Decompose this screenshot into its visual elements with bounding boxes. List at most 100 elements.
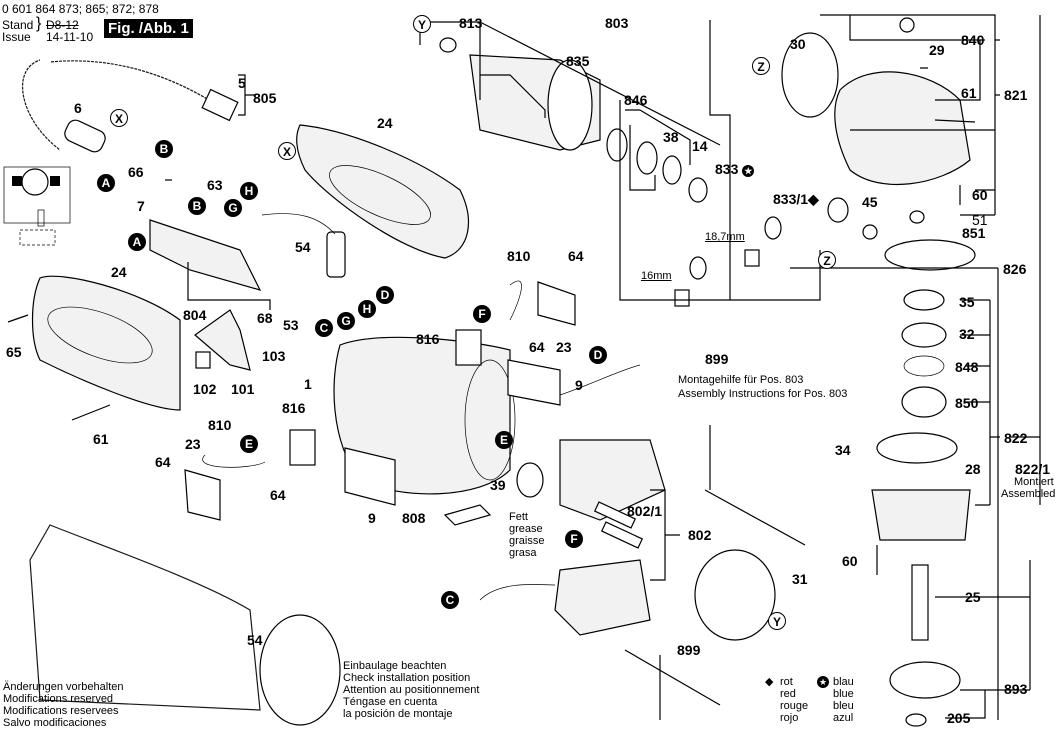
callout-e-brush: E <box>240 435 258 453</box>
bevel-gear-30 <box>781 32 839 118</box>
part-label-802-1: 802/1 <box>627 503 663 519</box>
star-circle-icon: ★ <box>817 676 829 688</box>
part-label-821: 821 <box>1004 87 1028 103</box>
lever <box>194 309 251 371</box>
stand-label: Stand <box>2 18 34 32</box>
callout-c-coil: C <box>441 591 459 609</box>
part-label-846: 846 <box>624 92 648 108</box>
grease-en: grease <box>509 523 543 535</box>
part-label-808: 808 <box>402 510 426 526</box>
legend-blue-es: azul <box>833 712 854 724</box>
brace: } <box>36 15 42 32</box>
modifications-fr: Modifications reservees <box>3 705 119 717</box>
part-label-810-top: 810 <box>507 248 531 264</box>
callout-b-switch: B <box>188 197 206 215</box>
part-label-840: 840 <box>961 32 985 48</box>
part-label-64-top: 64 <box>568 248 584 264</box>
part-label-7: 7 <box>137 198 145 214</box>
gear-housing <box>834 71 971 186</box>
issue-label: Issue <box>2 30 31 44</box>
diamond-icon: ◆ <box>808 191 819 207</box>
power-cord <box>22 59 226 151</box>
callout-h-cap: H <box>240 182 258 200</box>
plug <box>201 88 239 122</box>
part-label-816-right: 816 <box>416 331 440 347</box>
bearing-850 <box>901 386 947 418</box>
star-circle-icon: ★ <box>742 165 755 177</box>
part-label-25: 25 <box>965 589 981 605</box>
part-label-6: 6 <box>74 100 82 116</box>
inset-handle <box>29 524 261 711</box>
part-label-60-top: 60 <box>972 187 988 203</box>
part-label-205: 205 <box>947 710 971 726</box>
brush-holder-left <box>289 429 316 466</box>
assembled-en: Assembled <box>1001 488 1056 500</box>
callout-g-switch: G <box>337 312 355 330</box>
assembly-aid-en: Assembly Instructions for Pos. 803 <box>678 388 848 400</box>
part-label-54-inset: 54 <box>247 632 263 648</box>
part-label-23-left: 23 <box>185 436 201 452</box>
dimension-18-7mm: 18,7mm <box>705 231 745 243</box>
legend-blue-de: blau <box>833 676 854 688</box>
cord-sleeve <box>64 119 106 153</box>
capacitor <box>326 231 346 278</box>
callout-z-bearing: Z <box>818 251 836 269</box>
callout-g-cap: G <box>224 199 242 217</box>
part-label-9-left: 9 <box>368 510 376 526</box>
circlip-848 <box>903 355 945 377</box>
part-label-29: 29 <box>929 42 945 58</box>
fan-cover-31 <box>694 549 776 641</box>
spindle-25 <box>911 564 929 641</box>
part-label-64-left: 64 <box>155 454 171 470</box>
part-label-68: 68 <box>257 310 273 326</box>
installation-es-1: Téngase en cuenta <box>343 696 438 708</box>
bearing-813 <box>439 37 457 53</box>
spring <box>195 351 211 369</box>
diamond-icon: ◆ <box>765 676 774 688</box>
part-label-5: 5 <box>238 75 246 91</box>
part-label-45: 45 <box>862 194 878 210</box>
part-label-31: 31 <box>792 571 808 587</box>
fan <box>547 59 593 151</box>
clamping-34 <box>876 432 958 464</box>
part-label-51: 51 <box>972 212 988 228</box>
gear-826 <box>884 239 976 271</box>
part-label-34: 34 <box>835 442 851 458</box>
modifications-en: Modifications reserved <box>3 693 114 705</box>
brush-holder-right <box>455 329 482 366</box>
grease-fr: graisse <box>509 535 545 547</box>
part-label-851: 851 <box>962 225 986 241</box>
label-9b <box>507 359 561 406</box>
part-label-810-left: 810 <box>208 417 232 433</box>
part-label-53: 53 <box>283 317 299 333</box>
motor-housing <box>333 336 511 495</box>
callout-y-cover: Y <box>768 612 786 630</box>
bearing-35 <box>903 289 945 311</box>
part-label-30: 30 <box>790 36 806 52</box>
part-label-54: 54 <box>295 239 311 255</box>
legend-red-es: rojo <box>780 712 799 724</box>
housing-half-left <box>31 275 181 411</box>
part-label-14: 14 <box>692 138 708 154</box>
field-coil-top <box>559 439 666 521</box>
callout-a-switch: A <box>128 233 146 251</box>
part-label-63: 63 <box>207 177 223 193</box>
legend-red-fr: rouge <box>780 700 809 712</box>
part-label-893: 893 <box>1004 681 1028 697</box>
part-label-899-bottom: 899 <box>677 642 701 658</box>
callout-e-housing: E <box>495 431 513 449</box>
part-numbers: 0 601 864 873; 865; 872; 878 <box>2 2 159 16</box>
modifications-es: Salvo modificaciones <box>3 717 107 729</box>
part-label-826: 826 <box>1003 261 1027 277</box>
part-label-66: 66 <box>128 164 144 180</box>
issue-value: 14-11-10 <box>46 30 94 44</box>
legend-red-de: rot <box>780 676 793 688</box>
housing-half-right <box>296 124 469 259</box>
ring-32 <box>901 322 947 348</box>
callout-f-coil: F <box>565 530 583 548</box>
part-label-64-bottom: 64 <box>270 487 286 503</box>
washer-205 <box>905 713 927 727</box>
part-label-23-right: 23 <box>556 339 572 355</box>
figure-label: Fig. /Abb. 1 <box>104 19 193 38</box>
